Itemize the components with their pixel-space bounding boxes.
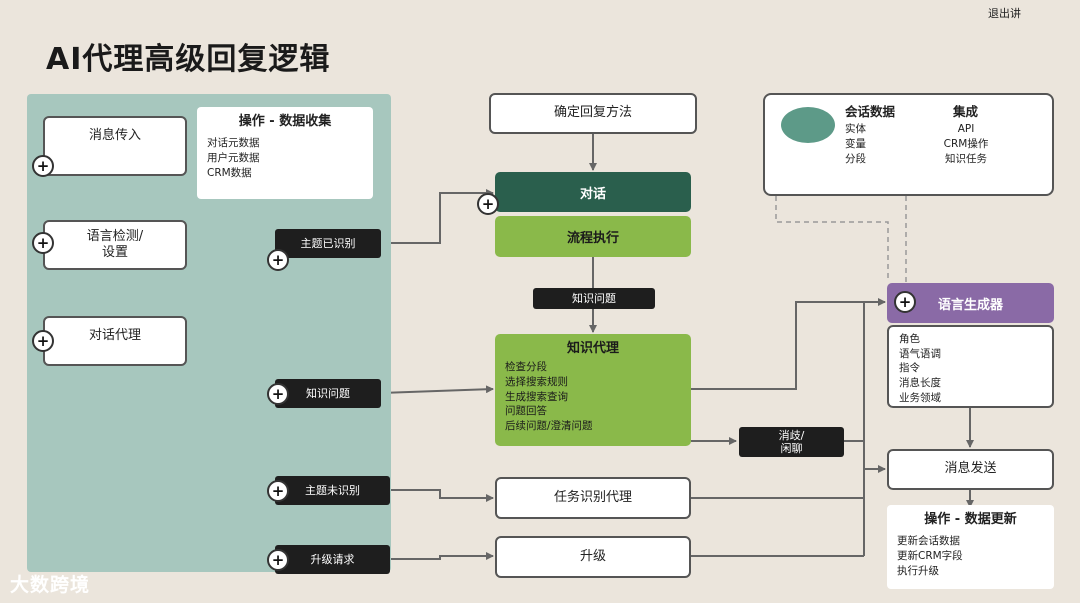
determine-reply-box[interactable]: 确定回复方法 xyxy=(489,93,697,134)
generator-setting-item: 消息长度 xyxy=(899,377,941,390)
line-knowledge-to-generator xyxy=(691,298,886,390)
expand-knowledge-branch-icon[interactable]: + xyxy=(267,383,289,405)
flow-execution-label: 流程执行 xyxy=(566,231,619,246)
arrow-unknown-to-task xyxy=(390,489,494,502)
knowledge-agent-box[interactable]: 知识代理 检查分段 选择搜索规则 生成搜索查询 问题回答 后续问题/澄清问题 xyxy=(495,334,691,446)
watermark-text: 大数跨境 xyxy=(10,574,91,596)
message-incoming-box[interactable]: 消息传入 xyxy=(43,116,187,176)
data-collection-item: 用户元数据 xyxy=(207,151,260,164)
message-send-label: 消息发送 xyxy=(944,461,997,477)
expand-escalation-request-icon[interactable]: + xyxy=(267,549,289,571)
determine-reply-label: 确定回复方法 xyxy=(553,105,632,121)
knowledge-question-label: 知识问题 xyxy=(533,288,655,309)
language-detect-box[interactable]: 语言检测/ 设置 xyxy=(43,220,187,270)
knowledge-agent-item: 选择搜索规则 xyxy=(505,375,568,388)
expand-incoming-icon[interactable]: + xyxy=(32,155,54,177)
session-data-item: 变量 xyxy=(845,138,866,151)
expand-language-icon[interactable]: + xyxy=(32,232,54,254)
data-update-item: 更新会话数据 xyxy=(897,535,960,548)
arrow-topic-to-dialog xyxy=(381,189,494,244)
topic-unidentified-label[interactable]: 主题未识别 xyxy=(275,476,390,505)
session-data-item: 分段 xyxy=(845,153,866,166)
escalation-request-label[interactable]: 升级请求 xyxy=(275,545,390,574)
expand-generator-icon[interactable]: + xyxy=(894,291,916,313)
arrow-kq-to-knowledge xyxy=(380,385,494,394)
expand-dialog-icon[interactable]: + xyxy=(477,193,499,215)
dialog-label: 对话 xyxy=(579,186,606,202)
data-update-card: 操作 - 数据更新 更新会话数据 更新CRM字段 执行升级 xyxy=(887,505,1054,589)
language-detect-label-line1: 语言检测/ xyxy=(86,228,144,244)
integration-title: 集成 xyxy=(953,104,979,119)
generator-setting-item: 指令 xyxy=(899,362,920,375)
data-update-item: 更新CRM字段 xyxy=(897,549,963,562)
arrow-escreq-to-escalate xyxy=(390,552,494,560)
watermark: 大数跨境 xyxy=(10,570,90,597)
page-title: AI代理高级回复逻辑 xyxy=(46,42,331,77)
disambiguation-line2: 闲聊 xyxy=(780,442,803,455)
generator-setting-item: 语气语调 xyxy=(899,347,941,360)
integration-list: API CRM操作 知识任务 xyxy=(935,122,997,168)
topic-identified-label[interactable]: 主题已识别 xyxy=(275,229,381,258)
dialog-agent-label: 对话代理 xyxy=(88,328,141,343)
data-collection-item: CRM数据 xyxy=(207,166,252,179)
dashed-session-link-1 xyxy=(775,196,889,282)
expand-agent-icon[interactable]: + xyxy=(32,330,54,352)
knowledge-agent-item: 检查分段 xyxy=(505,361,547,374)
exit-link[interactable]: 退出讲 xyxy=(988,7,1021,20)
knowledge-agent-item: 生成搜索查询 xyxy=(505,390,568,403)
escalation-label: 升级 xyxy=(579,548,606,564)
expand-topic-unidentified-icon[interactable]: + xyxy=(267,480,289,502)
language-generator-title: 语言生成器 xyxy=(937,297,1003,313)
disambiguation-line1: 消歧/ xyxy=(778,428,805,442)
escalation-box[interactable]: 升级 xyxy=(495,536,691,578)
disambiguation-box[interactable]: 消歧/ 闲聊 xyxy=(739,427,844,457)
task-recognition-label: 任务识别代理 xyxy=(553,489,632,505)
expand-topic-identified-icon[interactable]: + xyxy=(267,249,289,271)
knowledge-agent-title: 知识代理 xyxy=(566,341,619,356)
knowledge-agent-item: 问题回答 xyxy=(505,405,547,418)
session-data-list: 实体 变量 分段 xyxy=(845,122,866,168)
data-update-item: 执行升级 xyxy=(897,564,939,577)
data-collection-card: 操作 - 数据收集 对话元数据 用户元数据 CRM数据 xyxy=(197,107,373,199)
arrow-disambig-to-send xyxy=(844,440,886,473)
data-collection-item: 对话元数据 xyxy=(207,137,260,150)
language-detect-label-line2: 设置 xyxy=(101,245,128,260)
database-icon xyxy=(781,107,835,143)
generator-setting-item: 业务领域 xyxy=(899,391,941,404)
integration-item: CRM操作 xyxy=(943,138,989,151)
dialog-agent-box[interactable]: 对话代理 xyxy=(43,316,187,366)
integration-item: 知识任务 xyxy=(945,153,987,166)
knowledge-question-branch-label[interactable]: 知识问题 xyxy=(275,379,381,408)
language-generator-settings: 角色 语气语调 指令 消息长度 业务领域 xyxy=(887,325,1054,408)
session-data-title: 会话数据 xyxy=(845,104,896,119)
task-recognition-box[interactable]: 任务识别代理 xyxy=(495,477,691,519)
message-send-box[interactable]: 消息发送 xyxy=(887,449,1054,490)
integration-item: API xyxy=(957,123,975,135)
session-data-item: 实体 xyxy=(845,123,866,135)
flow-execution-box[interactable]: 流程执行 xyxy=(495,216,691,257)
dialog-box[interactable]: 对话 xyxy=(495,172,691,212)
generator-setting-item: 角色 xyxy=(899,333,920,345)
message-incoming-label: 消息传入 xyxy=(88,128,141,143)
data-update-title: 操作 - 数据更新 xyxy=(924,512,1017,527)
session-data-card: 会话数据 实体 变量 分段 集成 API CRM操作 知识任务 xyxy=(763,93,1054,196)
knowledge-agent-item: 后续问题/澄清问题 xyxy=(505,419,593,432)
data-collection-title: 操作 - 数据收集 xyxy=(238,114,332,129)
